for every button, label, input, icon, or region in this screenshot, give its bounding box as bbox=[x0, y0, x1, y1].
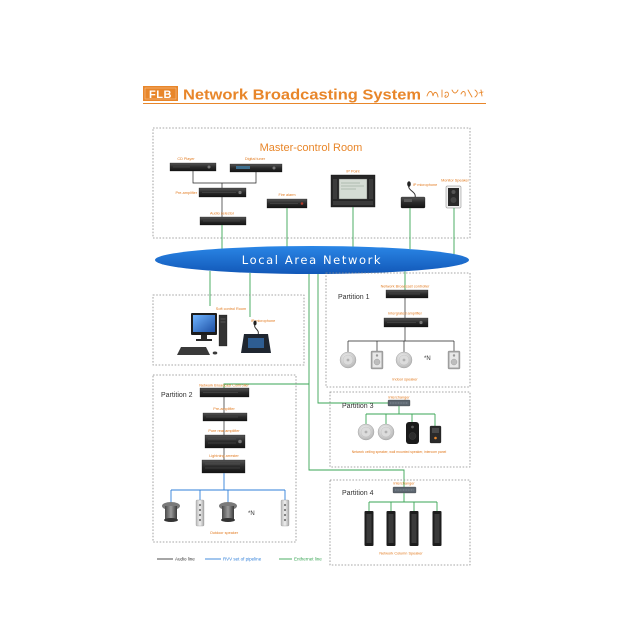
intercom-panel-icon bbox=[429, 425, 442, 444]
power-amplifier-icon bbox=[204, 434, 246, 449]
ceiling-speaker-icon bbox=[395, 351, 413, 369]
logo-inner-border bbox=[144, 87, 177, 100]
logo-text: FLB bbox=[149, 89, 172, 101]
lawn-speaker-icon bbox=[162, 502, 180, 522]
lan-label: Local Area Network bbox=[242, 253, 382, 267]
box-speaker-icon bbox=[370, 350, 384, 370]
integrated-amplifier-icon bbox=[383, 317, 429, 328]
column-speaker-icon bbox=[195, 499, 205, 527]
logo-badge bbox=[143, 86, 178, 101]
network-column-speaker-icon bbox=[364, 511, 374, 546]
network-column-speaker-icon bbox=[386, 511, 396, 546]
partition-2-arrester-label: Lightning arrester bbox=[209, 454, 239, 458]
fire-alarm-icon bbox=[266, 198, 308, 209]
desk-microphone-icon bbox=[241, 320, 271, 353]
ethernet-line-partition-3 bbox=[317, 274, 388, 404]
partition-4: Partition 4 Interchanger Network Column … bbox=[329, 479, 471, 566]
partition-2-multiplier: *N bbox=[248, 511, 255, 517]
header: FLB Network Broadcasting System bbox=[143, 86, 486, 104]
ethernet-trunks bbox=[209, 271, 406, 487]
pre-amplifier-label: Pre-amplifier bbox=[175, 191, 197, 195]
ip-point-icon bbox=[330, 174, 376, 208]
partition-2-title: Partition 2 bbox=[161, 392, 193, 399]
audio-selector-icon bbox=[199, 216, 247, 226]
lawn-speaker-icon bbox=[219, 502, 237, 522]
broadcast-controller-icon bbox=[385, 289, 429, 299]
cd-player-label: CD Player bbox=[177, 157, 195, 161]
partition-1-amplifier-label: Intergrated amplifier bbox=[388, 312, 423, 316]
master-room-border bbox=[152, 127, 471, 239]
partition-3-switch-label: Interchanger bbox=[388, 396, 410, 400]
partition-1-title: Partition 1 bbox=[338, 294, 370, 301]
partition-2-border bbox=[152, 374, 297, 543]
audio-selector-label: Audio selector bbox=[210, 212, 235, 216]
partition-1-multiplier: *N bbox=[424, 356, 431, 362]
network-switch-icon bbox=[392, 486, 417, 494]
partition-2-preamp-label: Pre-amplifier bbox=[213, 407, 235, 411]
network-switch-icon bbox=[387, 399, 411, 407]
partition-1-border bbox=[325, 272, 471, 388]
master-control-room: Master-control Room CD Player Digital tu… bbox=[152, 127, 471, 254]
legend: Audio line RVV set of pipeline Enthernet… bbox=[157, 557, 322, 562]
computer-icon bbox=[177, 313, 228, 355]
ip-point-label: IP Point bbox=[346, 170, 360, 174]
partition-2-speakers-label: Outdoor speaker bbox=[210, 531, 239, 535]
partition-3: Partition 3 Interchanger bbox=[329, 391, 471, 468]
box-speaker-icon bbox=[447, 350, 461, 370]
column-speaker-icon bbox=[280, 499, 290, 527]
handwritten-slogan bbox=[426, 89, 484, 98]
legend-ethernet-label: Enthernet line bbox=[294, 557, 322, 562]
wall-speaker-icon bbox=[406, 422, 419, 444]
ip-microphone-label: IP microphone bbox=[413, 183, 437, 187]
partition-3-border bbox=[329, 391, 471, 468]
ceiling-speaker-icon bbox=[357, 423, 375, 441]
cd-player-icon bbox=[169, 162, 217, 172]
soft-control-room: Soft control Room IP microphone bbox=[152, 294, 305, 366]
partition-4-switch-label: Interchanger bbox=[393, 482, 415, 486]
broadcast-controller-icon bbox=[199, 387, 250, 398]
digital-tuner-label: Digital tuner bbox=[245, 157, 266, 161]
master-room-title: Master-control Room bbox=[260, 142, 363, 154]
partition-4-speakers-label: Network Column Speaker bbox=[379, 552, 423, 556]
network-column-speaker-icon bbox=[409, 511, 419, 546]
local-area-network: Local Area Network bbox=[155, 246, 469, 274]
ceiling-speaker-icon bbox=[339, 351, 357, 369]
legend-audio-label: Audio line bbox=[175, 557, 195, 562]
partition-4-title: Partition 4 bbox=[342, 490, 374, 497]
soft-control-border bbox=[152, 294, 305, 366]
partition-4-border bbox=[329, 479, 471, 566]
digital-tuner-icon bbox=[229, 163, 283, 173]
ethernet-line-partition-2 bbox=[223, 383, 309, 388]
partition-2-controller-label: Network Broadcast Controller bbox=[199, 384, 249, 388]
soft-control-label: Soft control Room bbox=[216, 307, 246, 311]
brand-logo: FLB bbox=[143, 86, 178, 101]
soft-control-microphone-label: IP microphone bbox=[251, 319, 275, 323]
ip-microphone-icon bbox=[400, 181, 426, 209]
page-title: Network Broadcasting System bbox=[183, 87, 421, 104]
ethernet-line-partition-4 bbox=[308, 274, 405, 487]
monitor-speaker-icon bbox=[445, 185, 462, 209]
partition-1-controller-label: Network Broadcast controller bbox=[381, 285, 430, 289]
partition-1-speakers-label: Indoor speaker bbox=[392, 378, 418, 382]
partition-3-title: Partition 3 bbox=[342, 403, 374, 410]
partition-3-devices-label: Network ceiling speaker, wall mounted sp… bbox=[352, 450, 447, 454]
monitor-speaker-label: Monitor Speaker bbox=[441, 179, 470, 183]
ceiling-speaker-icon bbox=[377, 423, 395, 441]
audio-line-sources bbox=[192, 171, 257, 184]
lightning-arrester-icon bbox=[201, 459, 246, 474]
network-column-speaker-icon bbox=[432, 511, 442, 546]
partition-2: Partition 2 Network Broadcast Controller… bbox=[152, 374, 297, 543]
partition-2-rear-amp-label: Pure rear amplifier bbox=[208, 429, 240, 433]
partition-1: Partition 1 Network Broadcast controller… bbox=[325, 272, 471, 388]
lan-ellipse bbox=[155, 246, 469, 274]
pre-amplifier-icon bbox=[198, 187, 247, 198]
pre-amplifier-icon bbox=[202, 412, 248, 422]
fire-alarm-label: Fire alarm bbox=[278, 193, 295, 197]
legend-rvv-label: RVV set of pipeline bbox=[223, 557, 262, 562]
